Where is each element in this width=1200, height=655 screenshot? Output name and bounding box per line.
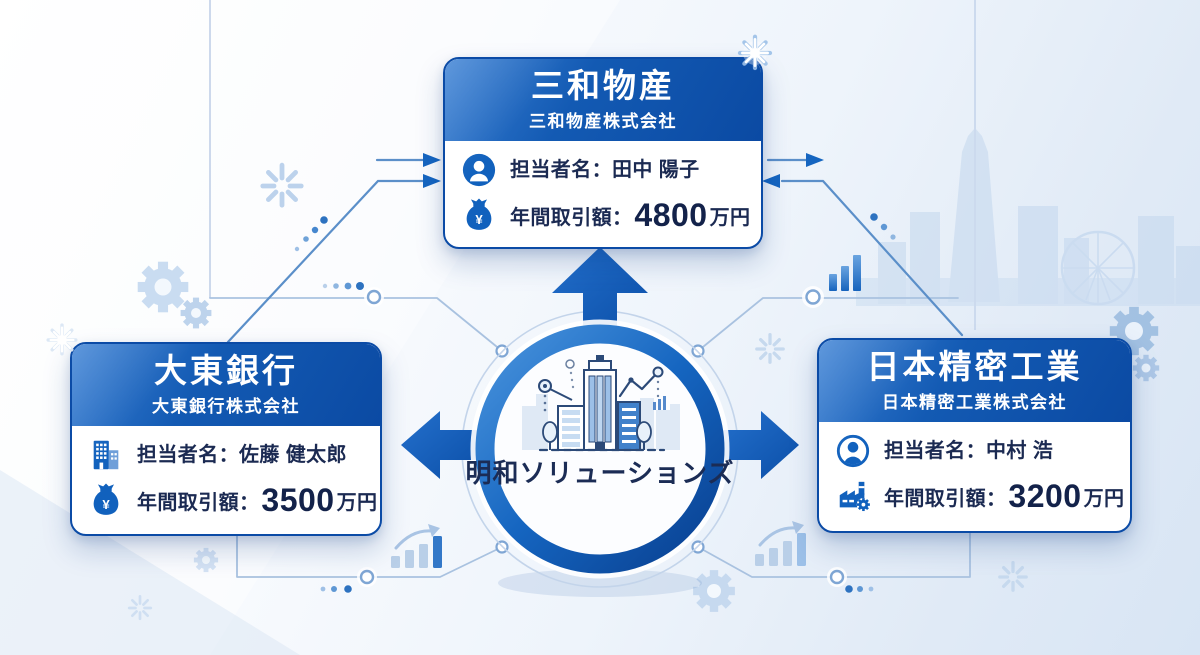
svg-text:¥: ¥: [102, 497, 110, 512]
company-card-right: 日本精密工業 日本精密工業株式会社 担当者名：中村 浩: [817, 338, 1132, 533]
connection-arrows: [401, 247, 799, 479]
contact-text: 担当者名：佐藤 健太郎: [137, 443, 347, 466]
company-name: 日本精密工業: [866, 348, 1083, 385]
city-skyline: [856, 128, 1200, 306]
company-name: 大東銀行: [154, 352, 298, 389]
card-header: 三和物産 三和物産株式会社: [445, 59, 761, 141]
circuit-nodes: [357, 286, 847, 587]
svg-text:¥: ¥: [475, 212, 483, 227]
card-header: 日本精密工業 日本精密工業株式会社: [819, 340, 1130, 422]
growth-chart-decor: [391, 255, 861, 568]
company-name: 三和物産: [531, 67, 675, 104]
hub-company-name: 明和ソリューションズ: [465, 458, 735, 488]
company-legal-name: 大東銀行株式会社: [152, 396, 300, 416]
company-legal-name: 日本精密工業株式会社: [882, 392, 1067, 412]
company-legal-name: 三和物産株式会社: [529, 111, 677, 131]
card-header: 大東銀行 大東銀行株式会社: [72, 344, 380, 426]
arrow-up-icon: [552, 247, 648, 332]
city-buildings-illustration: [522, 355, 680, 452]
accent-dots: [294, 213, 896, 593]
company-card-left: 大東銀行 大東銀行株式会社: [70, 342, 382, 536]
company-card-top: 三和物産 三和物産株式会社 担当者名：田中 陽子: [443, 57, 763, 249]
factory-icon: [834, 478, 872, 516]
hub-shadow: [498, 569, 702, 597]
hub-circle: [470, 319, 730, 579]
hub-outer-ring: [461, 310, 739, 588]
